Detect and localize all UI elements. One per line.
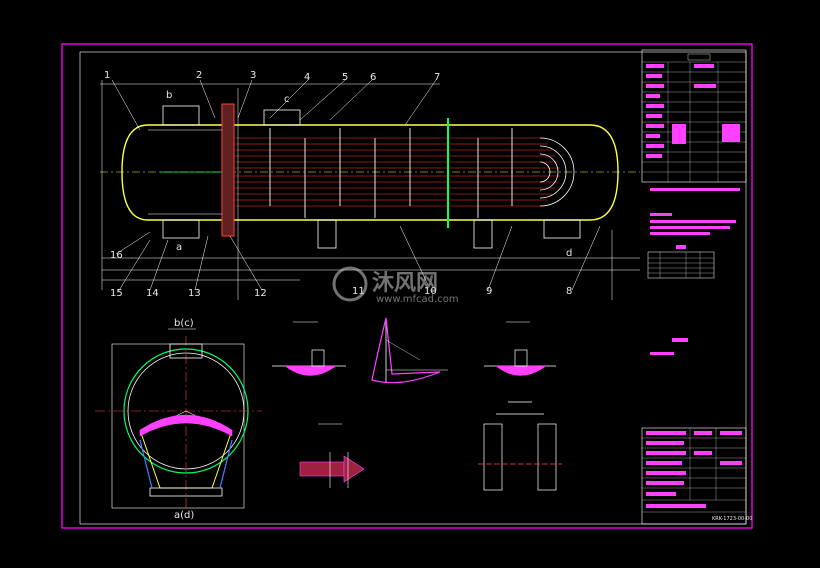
section-bottom-label: a(d) bbox=[174, 510, 194, 521]
part-label: 10 bbox=[424, 286, 437, 297]
nozzle-table bbox=[647, 245, 715, 279]
saddle-blue-line bbox=[219, 439, 233, 489]
section-title: b(c) bbox=[174, 318, 194, 329]
saddle-base bbox=[149, 487, 223, 497]
detail-view-3 bbox=[484, 321, 556, 376]
heat-exchanger-main-view bbox=[100, 79, 640, 300]
detail-view-5 bbox=[478, 401, 562, 491]
part-label: 9 bbox=[486, 286, 492, 297]
saddle-web bbox=[139, 414, 233, 437]
drawing-number: KRK-1723-00-00 bbox=[712, 516, 752, 522]
part-label: 6 bbox=[370, 72, 376, 83]
part-label: 4 bbox=[304, 72, 310, 83]
detail-view-2 bbox=[371, 317, 448, 384]
saddle-blue-line bbox=[139, 439, 153, 489]
part-label: 13 bbox=[188, 288, 201, 299]
nozzle-label: d bbox=[566, 248, 572, 259]
outer-frame bbox=[61, 43, 753, 529]
baffles bbox=[269, 128, 513, 218]
u-bends bbox=[539, 137, 575, 207]
nozzles bbox=[162, 105, 581, 249]
part-labels: 1 2 3 4 5 6 7 8 9 10 11 12 13 14 15 16 b… bbox=[104, 70, 572, 299]
inner-frame bbox=[79, 51, 747, 525]
part-label: 15 bbox=[110, 288, 123, 299]
watermark-url: www.mfcad.com bbox=[376, 294, 459, 305]
part-label: 16 bbox=[110, 250, 123, 261]
part-label: 7 bbox=[434, 72, 440, 83]
nozzle-label: c bbox=[284, 94, 290, 105]
part-label: 2 bbox=[196, 70, 202, 81]
top-nozzle bbox=[169, 343, 203, 359]
shell-outline bbox=[121, 124, 619, 221]
part-label: 3 bbox=[250, 70, 256, 81]
part-label: 1 bbox=[104, 70, 110, 81]
watermark-brand: 沐风网 bbox=[372, 271, 438, 296]
weld-detail bbox=[371, 317, 441, 384]
part-label: 14 bbox=[146, 288, 159, 299]
part-label: 12 bbox=[254, 288, 267, 299]
part-label: 8 bbox=[566, 286, 572, 297]
remark-block bbox=[650, 338, 688, 355]
section-view: b(c) a(d) bbox=[95, 318, 262, 521]
tubesheet bbox=[221, 103, 235, 237]
watermark-logo bbox=[332, 266, 368, 302]
leader-lines bbox=[111, 79, 601, 293]
detail-view-4 bbox=[299, 423, 365, 488]
nozzle-label: a bbox=[176, 242, 182, 253]
nozzle-label: b bbox=[166, 90, 172, 101]
detail-view-1 bbox=[272, 321, 346, 376]
part-label: 5 bbox=[342, 72, 348, 83]
tube-bundle bbox=[234, 137, 560, 207]
dimension-lines bbox=[100, 80, 640, 300]
watermark: 沐风网 www.mfcad.com bbox=[332, 266, 459, 305]
notes-block bbox=[650, 188, 740, 235]
part-label: 11 bbox=[352, 286, 365, 297]
title-block: KRK-1723-00-00 bbox=[641, 427, 752, 525]
design-data-table bbox=[641, 49, 747, 183]
